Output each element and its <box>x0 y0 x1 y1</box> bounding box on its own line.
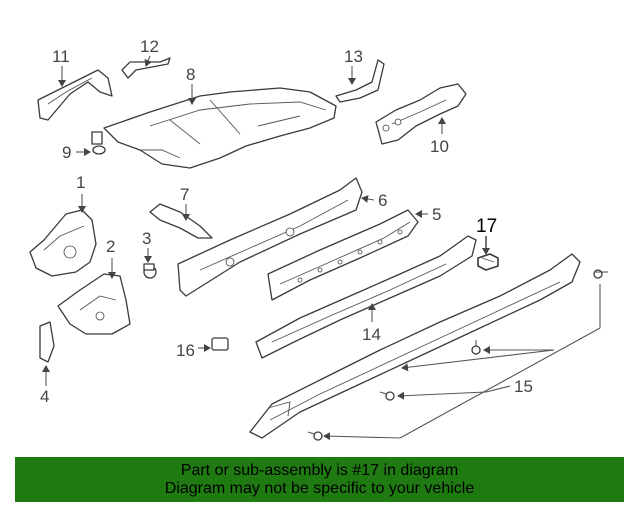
callout-4: 4 <box>40 387 49 406</box>
callout-10: 10 <box>430 137 449 156</box>
part-15-rocker-molding[interactable] <box>249 253 581 439</box>
part-7-bracket[interactable] <box>149 203 213 239</box>
callout-5: 5 <box>432 205 441 224</box>
callout-11: 11 <box>52 47 70 66</box>
callout-8: 8 <box>186 65 195 84</box>
part-1-pillar-reinforcement[interactable] <box>29 209 97 277</box>
screw-top-right <box>593 269 608 279</box>
callout-13: 13 <box>344 47 363 66</box>
part-14-sill-panel[interactable] <box>255 235 477 359</box>
part-9-grommet[interactable] <box>91 131 106 155</box>
callout-17: 17 <box>476 216 497 237</box>
callout-3: 3 <box>142 229 151 248</box>
callout-7: 7 <box>180 185 189 204</box>
callout-14: 14 <box>362 325 381 344</box>
part-6-inner-rocker[interactable] <box>177 177 363 297</box>
part-13-bracket[interactable] <box>335 59 385 103</box>
callout-9: 9 <box>62 143 71 162</box>
info-banner: Part or sub-assembly is #17 in diagram D… <box>15 457 624 502</box>
callout-1: 1 <box>76 173 85 192</box>
part-12-clip[interactable] <box>121 57 171 79</box>
callout-15: 15 <box>514 377 533 396</box>
screw-mid <box>471 340 481 355</box>
part-3-plug[interactable] <box>143 263 157 279</box>
part-17-clip[interactable] <box>477 253 499 271</box>
part-11-bracket[interactable] <box>37 69 113 121</box>
part-5-reinforcement[interactable] <box>267 209 419 301</box>
callout-2: 2 <box>106 237 115 256</box>
part-15-fasteners[interactable] <box>307 269 608 441</box>
parts-diagram: 11 12 8 9 13 10 1 <box>29 37 608 441</box>
part-8-floor-pan[interactable] <box>103 87 337 169</box>
part-10-rear-member[interactable] <box>375 83 467 145</box>
screw-bottom <box>307 431 323 441</box>
callout-6: 6 <box>378 191 387 210</box>
screw-left <box>379 391 395 401</box>
banner-line-2: Diagram may not be specific to your vehi… <box>164 479 475 497</box>
part-16-grommet[interactable] <box>211 337 229 351</box>
part-4-gusset[interactable] <box>39 321 55 363</box>
banner-line-1: Part or sub-assembly is #17 in diagram <box>180 461 459 479</box>
part-2-pillar-lower[interactable] <box>57 273 131 335</box>
part-15-leader-lines <box>323 284 601 441</box>
callout-16: 16 <box>176 341 195 360</box>
callout-12: 12 <box>140 37 159 56</box>
